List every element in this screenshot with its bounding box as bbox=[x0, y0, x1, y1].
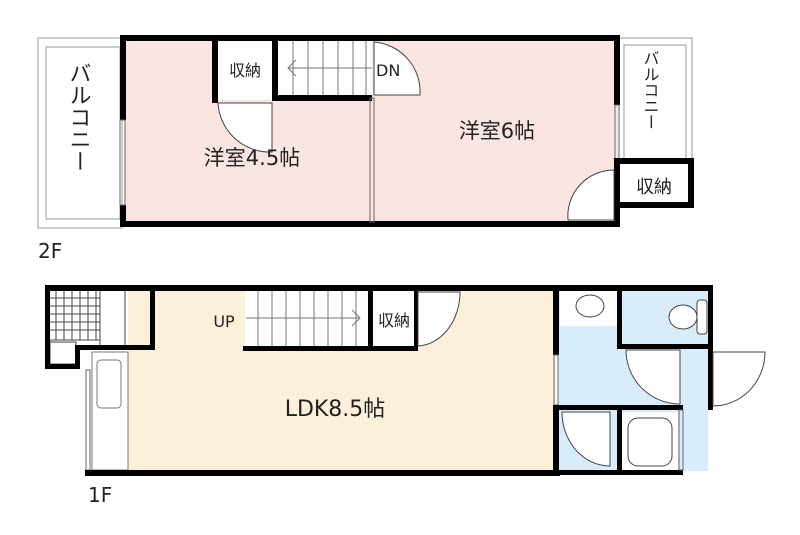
wall bbox=[688, 158, 694, 208]
stairs-up-label: UP bbox=[213, 312, 235, 331]
floor-label-1f: 1F bbox=[88, 483, 112, 507]
wall bbox=[617, 285, 622, 349]
balcony-right-label: バルコニー bbox=[641, 50, 660, 130]
floor-1f: UP 収納 LDK8.5帖 1F bbox=[45, 285, 766, 507]
door-swing bbox=[567, 169, 615, 221]
wall bbox=[120, 35, 126, 120]
floor-label-2f: 2F bbox=[38, 239, 62, 263]
wall bbox=[243, 346, 418, 351]
wall bbox=[414, 285, 418, 351]
toilet-tank bbox=[696, 299, 708, 335]
storage-1f bbox=[372, 290, 416, 348]
wall bbox=[212, 35, 218, 103]
toilet-icon bbox=[668, 304, 698, 330]
door-swing bbox=[417, 291, 461, 347]
entrance-door-swing bbox=[712, 351, 766, 407]
wall bbox=[617, 405, 622, 475]
balcony-right bbox=[616, 37, 693, 161]
wall bbox=[272, 95, 372, 101]
wall bbox=[617, 344, 712, 349]
wall bbox=[150, 285, 155, 350]
wall bbox=[120, 221, 620, 227]
wall bbox=[120, 35, 620, 41]
wall bbox=[45, 285, 50, 369]
ldk-label: LDK8.5帖 bbox=[285, 397, 386, 422]
wall bbox=[553, 405, 559, 476]
storage-1f-label: 収納 bbox=[378, 311, 410, 330]
room-4-5-label: 洋室4.5帖 bbox=[204, 146, 300, 170]
stair-treads-2f bbox=[287, 40, 372, 96]
door-swing bbox=[373, 41, 421, 96]
wall bbox=[614, 158, 620, 227]
wall bbox=[614, 202, 694, 208]
wall bbox=[614, 158, 694, 164]
wall bbox=[45, 285, 713, 291]
bathtub-icon bbox=[627, 417, 673, 467]
window bbox=[119, 119, 126, 206]
stairs-dn-label: DN bbox=[376, 61, 400, 80]
stair-treads-1f bbox=[246, 290, 361, 348]
window bbox=[85, 369, 91, 471]
window bbox=[678, 409, 684, 471]
door-swing bbox=[561, 411, 611, 467]
balcony-left-label: バルコニー bbox=[66, 62, 91, 172]
kitchen-sink bbox=[96, 359, 122, 409]
wall bbox=[708, 349, 713, 410]
storage-left bbox=[216, 40, 276, 100]
wall bbox=[614, 35, 620, 105]
wall bbox=[75, 345, 155, 350]
floor-2f: バルコニー バルコニー 収納 DN bbox=[37, 35, 694, 263]
storage-left-label: 収納 bbox=[229, 61, 261, 80]
wall bbox=[85, 470, 560, 476]
wall bbox=[272, 35, 278, 100]
wall bbox=[708, 285, 713, 349]
storage-right bbox=[620, 163, 690, 205]
tile-grid bbox=[48, 290, 100, 340]
door-swing bbox=[217, 102, 273, 153]
room-6-label: 洋室6帖 bbox=[459, 119, 535, 143]
staircase-1f bbox=[245, 290, 370, 348]
wall bbox=[45, 364, 79, 369]
storage-right-label: 収納 bbox=[636, 177, 672, 198]
door-swing bbox=[625, 349, 681, 405]
washbasin-icon bbox=[575, 294, 605, 318]
entrance-step bbox=[49, 341, 77, 365]
shoe-cabinet bbox=[99, 289, 126, 347]
partition bbox=[369, 97, 375, 223]
wall bbox=[75, 345, 80, 369]
wall bbox=[553, 285, 559, 355]
balcony-left bbox=[37, 37, 123, 229]
wall bbox=[368, 285, 373, 351]
wall bbox=[120, 205, 126, 227]
